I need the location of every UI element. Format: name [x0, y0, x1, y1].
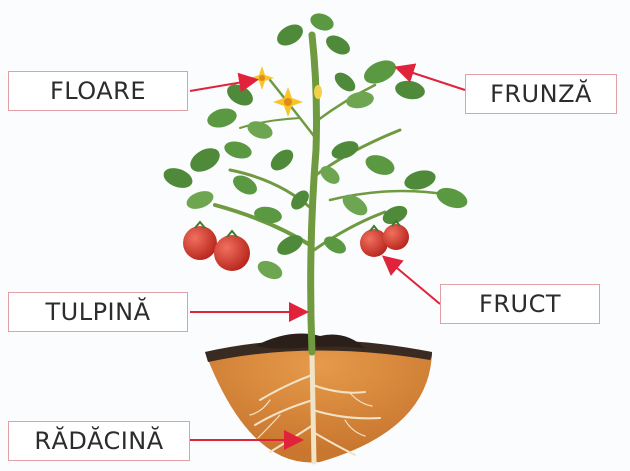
flowers — [250, 66, 322, 117]
arrow-fruct — [385, 258, 440, 304]
label-floare: FLOARE — [8, 71, 188, 111]
soil — [205, 334, 432, 463]
label-tulpina: TULPINĂ — [8, 292, 188, 332]
label-fruct: FRUCT — [440, 284, 600, 324]
label-radacina: RĂDĂCINĂ — [8, 421, 190, 461]
label-frunza: FRUNZĂ — [465, 74, 617, 114]
